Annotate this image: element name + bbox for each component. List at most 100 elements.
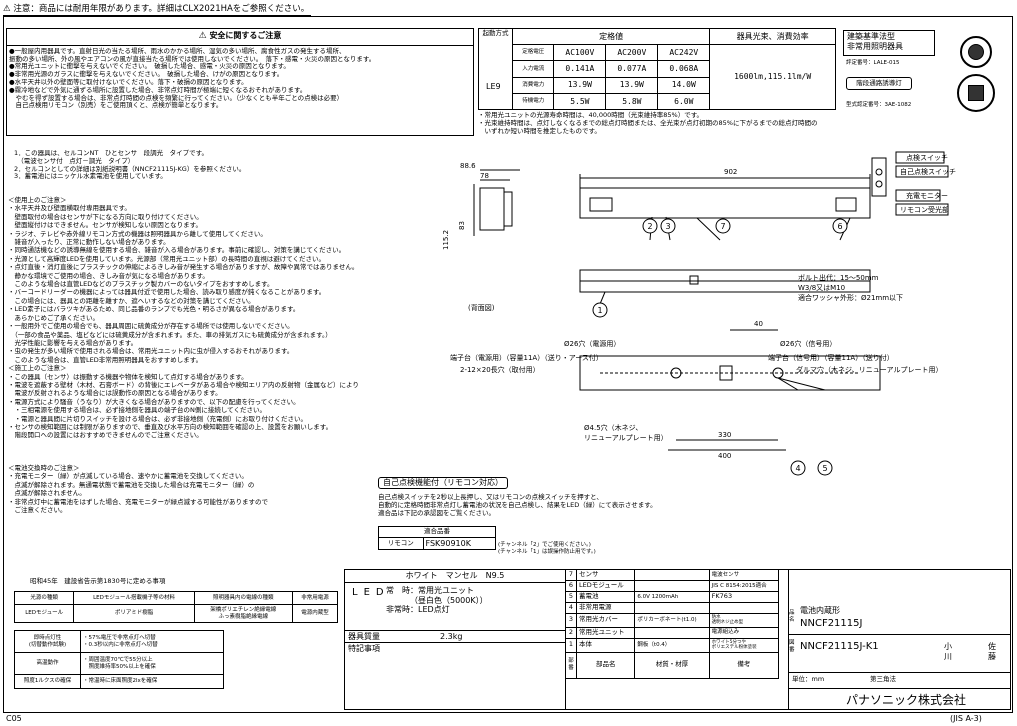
callout-number: 1 [597, 306, 602, 315]
legend-label: 点検スイッチ [906, 153, 948, 162]
rating-cell: 6.0W [657, 92, 711, 111]
usage-line: ・電源方式により騒音（うなり）が大きくなる場合がありますので、以下の配慮を行って… [8, 397, 300, 406]
callout-7 [715, 218, 731, 234]
remote-note: (チャンネル「2」でご使用ください。) (チャンネル「1」は誤操作防止用です。) [498, 542, 596, 555]
part-material: 6.0V 1200mAh [634, 591, 710, 603]
rating-row-label: 定格電圧 [511, 44, 555, 62]
legend-label: リモコン受光部 [900, 205, 949, 214]
cert-title-box: 建築基準法型 非常用照明器具 [843, 30, 935, 56]
footer-left: C05 [6, 714, 22, 723]
intro-notes: 1．この器具は、セルコンNT ひとセンサ 段調光 タイプです。 （電波センサ付 … [14, 149, 245, 181]
bolt-note: ボルト出代：15～50mm [798, 273, 879, 282]
part-no: 5 [565, 591, 577, 603]
usage-notes: ＜使用上のご注意＞ ・水平天井及び壁面横取付専用器具です。 壁面取付の場合はセン… [8, 196, 359, 440]
test-value: ・常温時に床面照度2lxを確保 [80, 674, 224, 689]
bolt-note: W3/8又はM10 [798, 284, 845, 292]
remote-label: リモコン [378, 536, 424, 551]
legend-box [895, 165, 949, 178]
dim-label: 88.6 [460, 162, 476, 170]
usage-line: 光学性能に影響を与える場合があります。 [8, 338, 138, 347]
warning-icon: ⚠ [198, 31, 207, 41]
cert-guide-box: 階段通路誘導灯 [846, 77, 912, 90]
test-value: ・周囲温度70℃で55分以上 照度維持率50%以上を確保 [80, 652, 224, 675]
front-view-window-right [835, 197, 857, 212]
part-name: LEDモジュール [575, 580, 636, 592]
front-view-body [579, 187, 871, 219]
selfcheck-title: 自己点検機能付（リモコン対応） [378, 477, 508, 489]
callout-2 [642, 218, 658, 234]
selfcheck-line: 自己点検スイッチを2秒以上長押し、又はリモコンの点検スイッチを押すと、 [378, 493, 603, 501]
part-material [634, 580, 710, 592]
legend-box [895, 151, 945, 164]
selfcheck-line: 適合品は下記の承認図をご覧ください。 [378, 508, 495, 517]
showa-note: 昭和45年 建設省告示第1830号に定める事項 [30, 577, 166, 585]
parts-table: 7 センサ 電波センサ 6 LEDモジュール JIS C 8154:2015適合… [565, 569, 780, 679]
usage-line: ・光源として高輝度LEDを使用しています。光源部（常用光ユニット部）の長時間の直… [8, 254, 325, 263]
led-line: 非常時：LED点灯 [386, 605, 450, 615]
rating-cell: 13.9W [553, 76, 607, 94]
usage-line: 壁面縦付けはできません。センサが検知しない原因となります。 [8, 221, 202, 230]
rating-notes: ・常用光ユニットの光源寿命時間は、40,000時間（光束維持率85%）です。 ・… [478, 111, 817, 135]
drawing-label: 図番 [789, 640, 795, 653]
left-cell: LEDモジュール [13, 604, 75, 623]
part-material: ポリカーボネート(t1.0) [634, 613, 710, 628]
part-no: 1 [565, 637, 577, 653]
usage-line: ＜施工上のご注意＞ [8, 364, 67, 373]
usage-line: ・一般用外でご使用の場合でも、器具周囲に硫黄成分が存在する場所では使用しないでく… [8, 322, 294, 331]
parts-header: 部品名 [575, 651, 636, 679]
hole-label: 2-12×20長穴（取付用） [460, 365, 540, 374]
divider [344, 582, 566, 583]
led-line: 常 時：常用光ユニット [386, 586, 474, 595]
usage-line: （一部の食品や薬品、塩ビなどには硫黄成分が含まれます。また、車の排気ガスにも硫黄… [8, 330, 332, 339]
hole-label: Ø26穴（電源用） [564, 339, 620, 348]
special-label: 特記事項 [348, 644, 380, 653]
usage-line: ・水平天井及び壁面横取付専用器具です。 [8, 204, 131, 213]
rating-cell: 0.068A [657, 60, 711, 78]
safety-item: ●水平天井以外の壁面等に取付けないでください。落下・破損の原因となります。 [9, 77, 248, 86]
safety-item: ●非常用光源のガラスに衝撃を与えないでください。 破損した場合、けがの原因となり… [9, 70, 284, 79]
bottom-view-part [689, 275, 699, 285]
flux-header: 器具光束、消費効率 [709, 27, 836, 46]
rating-note: ・常用光ユニットの光源寿命時間は、40,000時間（光束維持率85%）です。 [478, 111, 704, 119]
rating-cell: 0.077A [605, 60, 659, 78]
dim-label: 78 [480, 172, 489, 180]
callout-5 [817, 460, 833, 476]
led-lines: 常 時：常用光ユニット （昼白色（5000K）） 非常時：LED点灯 [386, 586, 488, 615]
intro-line: 3．蓄電池にはニッケル水素電池を使用しています。 [14, 172, 167, 181]
hole-label: 端子台（電源用）（容量11A）（送り・アース付） [450, 353, 603, 362]
back-view-body [579, 355, 881, 391]
battery-line: 点滅が解除されません。 [8, 489, 86, 498]
left-header: LEDモジュール搭載機子等の材料 [73, 591, 195, 605]
mass-value: 2.3kg [440, 632, 463, 641]
part-name: センサ [575, 569, 636, 581]
safety-list: ●一般屋内用器具です。直射日光の当たる場所、雨水のかかる場所、湿気の多い場所、腐… [7, 46, 473, 112]
callout-4 [790, 460, 806, 476]
part-note: ホワイト5分つや ポリエステル粉体塗装 [708, 637, 780, 653]
rating-model: LE9 [486, 82, 501, 91]
usage-line: ・バーコードリーダーの機器によっては器具付近で使用した場合、読み取り感度が鈍くな… [8, 288, 326, 297]
part-no: 4 [565, 602, 577, 614]
divider [788, 688, 1011, 689]
signer-2: 佐藤 [988, 642, 996, 661]
rating-cell: 5.8W [605, 92, 659, 111]
finish-label: ホワイト マンセル N9.5 [405, 571, 505, 580]
product-name: 電池内蔵形 [800, 606, 840, 615]
battery-line: ・非常点灯中に蓄電池をはずした場合、充電モニターが緑点滅する可能性がありますので [8, 497, 268, 506]
part-note: 電源組込み [708, 626, 780, 639]
part-material [634, 569, 710, 581]
rating-cell: 13.9W [605, 76, 659, 94]
bolt-note: 適合ワッシャ外形：Ø21mm以下 [798, 293, 903, 302]
leader-line [777, 377, 826, 391]
leader-line [599, 291, 606, 305]
divider [344, 630, 566, 631]
rating-header: 定格値 [511, 27, 711, 46]
divider [788, 672, 1011, 673]
top-note: ⚠ 注意：商品には耐用年限があります。詳細はCLX2021HAをご参照ください。 [3, 4, 312, 17]
usage-line: 雑音が入ったり、正常に動作しない場合があります。 [8, 238, 170, 247]
legend-label: 充電モニター [906, 191, 948, 200]
part-no: 2 [565, 626, 577, 639]
projection-label: 第三角法 [870, 675, 896, 683]
remote-model: FSK90910K [422, 536, 496, 551]
battery-notes: ＜電池交換時のご注意＞ ・充電モニター（緑）が点滅している場合、速やかに蓄電池を… [8, 464, 268, 514]
callout-3 [660, 218, 676, 234]
